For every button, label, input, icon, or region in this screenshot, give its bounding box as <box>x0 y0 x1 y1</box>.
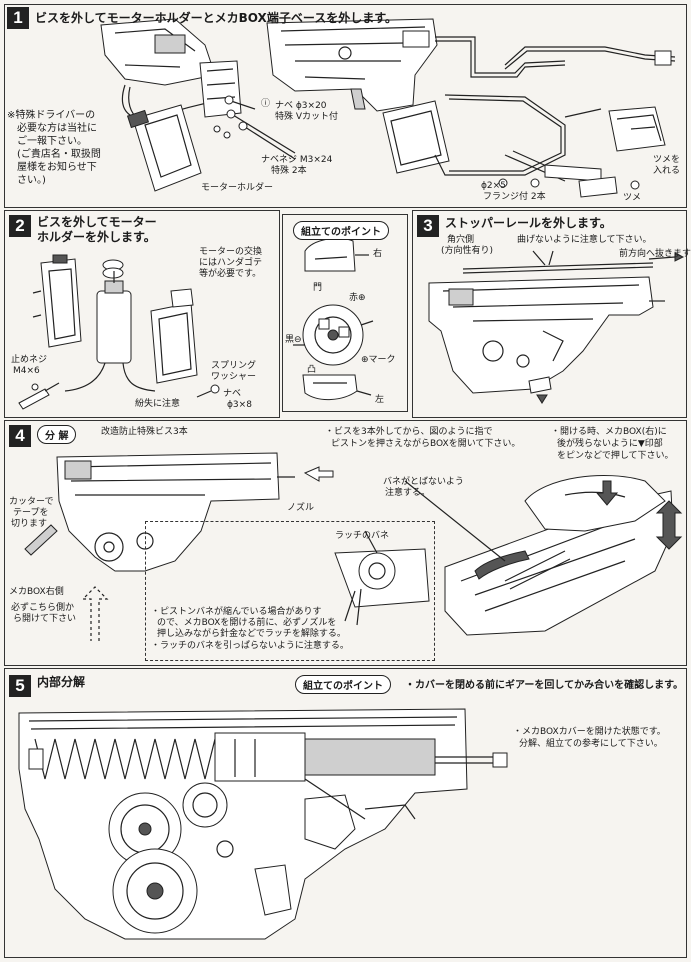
step1-screw2-type: 特殊 2本 <box>271 166 307 176</box>
step5-open-note-line1: ・メカBOXカバーを開けた状態です。 <box>513 727 666 737</box>
step2-number: 2 <box>9 215 31 237</box>
step2-stop-screw-spec: M4×6 <box>13 366 40 376</box>
step4-number: 4 <box>9 425 31 447</box>
step1-motor-holder-label: モーターホルダー <box>201 183 274 193</box>
step1-screw2-spec: ナベネジ M3×24 <box>261 155 333 165</box>
step5-open-note-line2: 分解、組立ての参考にして下さい。 <box>519 739 663 749</box>
step1-number: 1 <box>7 7 29 29</box>
step2-motor-note-line1: モーターの交換 <box>199 247 263 257</box>
step1-note-line4: (ご貴店名・取扱問 <box>17 149 101 160</box>
step2-spring-label: スプリング <box>211 361 257 371</box>
step4-caution-line4: ・ラッチのバネを引っぱらないように注意する。 <box>151 641 349 651</box>
step4-right-side-line1: メカBOX右側 <box>9 587 64 597</box>
step4-illustration <box>24 452 683 641</box>
step4-caution-line3: 押し込みながら針金などでラッチを解除する。 <box>157 629 346 639</box>
step4-instruction-b-line3: をピンなどで押して下さい。 <box>557 451 674 461</box>
step4-caution-line1: ・ピストンバネが縮んでいる場合がありす <box>151 607 322 617</box>
step1-illustration <box>100 18 676 198</box>
assembly-right-label: 右 <box>373 249 383 259</box>
step3-square-hole-label: 角穴側 <box>447 235 475 245</box>
assembly-black-label: 黒⊖ <box>285 335 302 345</box>
step4-right-side-line2: 必ずこちら側か <box>11 603 75 613</box>
step1-note-line5: 屋様をお知らせ下 <box>17 162 97 173</box>
assembly-point-illustration <box>293 237 374 400</box>
step2-lost-caution: 紛失に注意 <box>135 399 181 409</box>
assembly-convex-label: 凸 <box>307 365 317 375</box>
step1-heading: ビスを外してモーターホルダーとメカBOX端子ベースを外します。 <box>35 11 398 25</box>
step3-illustration <box>428 250 685 404</box>
step4-spring-fly-line1: バネがとばないよう <box>383 477 464 487</box>
step1-screw1-type: 特殊 Vカット付 <box>275 112 339 122</box>
step4-caution-box <box>145 521 435 661</box>
assembly-point-panel: 組立てのポイント 右 門 赤⊕ 黒⊖ 凸 ⊕マーク 左 <box>282 214 408 412</box>
step3-number: 3 <box>417 215 439 237</box>
step4-instruction-b-line1: ・開ける時、メカBOX(右)に <box>551 427 667 437</box>
step2-washer-label: ワッシャー <box>211 372 257 382</box>
step4-screws-label: 改造防止特殊ビス3本 <box>101 427 188 437</box>
assembly-mark-label: ⊕マーク <box>361 355 396 365</box>
step2-heading-line1: ビスを外してモーター <box>37 215 157 229</box>
step1-note-line6: さい。) <box>17 175 46 186</box>
step4-right-side-line3: ら開けて下さい <box>13 614 77 624</box>
step1-tab-label-a: ツメを <box>653 155 681 165</box>
step4-latch-spring-label: ラッチのバネ <box>335 531 390 541</box>
step4-instruction-a-line2: ピストンを押さえながらBOXを開いて下さい。 <box>331 439 521 449</box>
step1-flange-type: フランジ付 2本 <box>483 192 546 202</box>
step3-pull-forward-note: 前方向へ抜きます <box>619 249 691 259</box>
step5-pill: 組立てのポイント <box>295 675 391 694</box>
step3-heading: ストッパーレールを外します。 <box>445 216 612 230</box>
step1-note-line3: ご一報下さい。 <box>17 136 87 147</box>
step4-caution-line2: ので、メカBOXを開ける前に、必ずノズルを <box>157 618 337 628</box>
step4-cutter-line3: 切ります <box>11 519 48 529</box>
step4-instruction-a-line1: ・ビスを3本外してから、図のように指で <box>325 427 493 437</box>
step1-tab-label-b: 入れる <box>653 166 681 176</box>
assembly-gate-label: 門 <box>313 283 323 293</box>
step3-panel: 3 ストッパーレールを外します。 角穴側 (方向性有り) 曲げないように注意して… <box>412 210 691 418</box>
step1-tab2-label: ツメ <box>623 193 642 203</box>
assembly-point-title: 組立てのポイント <box>293 221 389 240</box>
step1-panel: 1 ビスを外してモーターホルダーとメカBOX端子ベースを外します。 ⓘ ナベ ϕ… <box>4 4 687 208</box>
step3-no-bend-note: 曲げないように注意して下さい。 <box>517 235 652 245</box>
step2-nabe-spec: ϕ3×8 <box>227 400 252 410</box>
assembly-red-label: 赤⊕ <box>349 293 366 303</box>
step4-spring-fly-line2: 注意する。 <box>385 488 431 498</box>
step2-motor-note-line3: 等が必要です。 <box>199 269 262 279</box>
step4-instruction-b-line2: 後が残らないように▼印部 <box>557 439 663 449</box>
step4-pill: 分 解 <box>37 425 77 444</box>
step1-badge: ⓘ <box>261 99 271 109</box>
step2-panel: 2 ビスを外してモーター ホルダーを外します。 モーターの交換 にはハンダゴテ … <box>4 210 280 418</box>
step1-note-line1: ※特殊ドライバーの <box>7 110 96 121</box>
step4-panel: 4 分 解 改造防止特殊ビス3本 カッターで テープを 切ります ノズル メカB… <box>4 420 687 666</box>
step1-screw1-spec: ナベ ϕ3×20 <box>275 101 327 111</box>
step4-cutter-line1: カッターで <box>9 497 54 507</box>
step2-heading-line2: ホルダーを外します。 <box>37 230 156 244</box>
step5-heading: 内部分解 <box>37 675 86 689</box>
step2-stop-screw-label: 止めネジ <box>11 355 48 365</box>
step4-cutter-line2: テープを <box>13 508 49 518</box>
step2-illustration <box>18 254 220 410</box>
step2-motor-note-line2: にはハンダゴテ <box>199 258 263 268</box>
step5-number: 5 <box>9 675 31 697</box>
step5-illustration <box>18 708 508 940</box>
step1-flange-spec: ϕ2×5 <box>481 181 506 191</box>
step2-nabe-label: ナベ <box>223 389 242 399</box>
step4-nozzle-label: ノズル <box>287 503 315 513</box>
step5-point-note: ・カバーを閉める前にギアーを回してかみ合いを確認します。 <box>405 680 684 691</box>
assembly-left-label: 左 <box>375 395 385 405</box>
step1-note-line2: 必要な方は当社に <box>17 123 97 134</box>
step5-panel: 5 内部分解 組立てのポイント ・カバーを閉める前にギアーを回してかみ合いを確認… <box>4 668 687 958</box>
step3-direction-label: (方向性有り) <box>441 246 494 256</box>
